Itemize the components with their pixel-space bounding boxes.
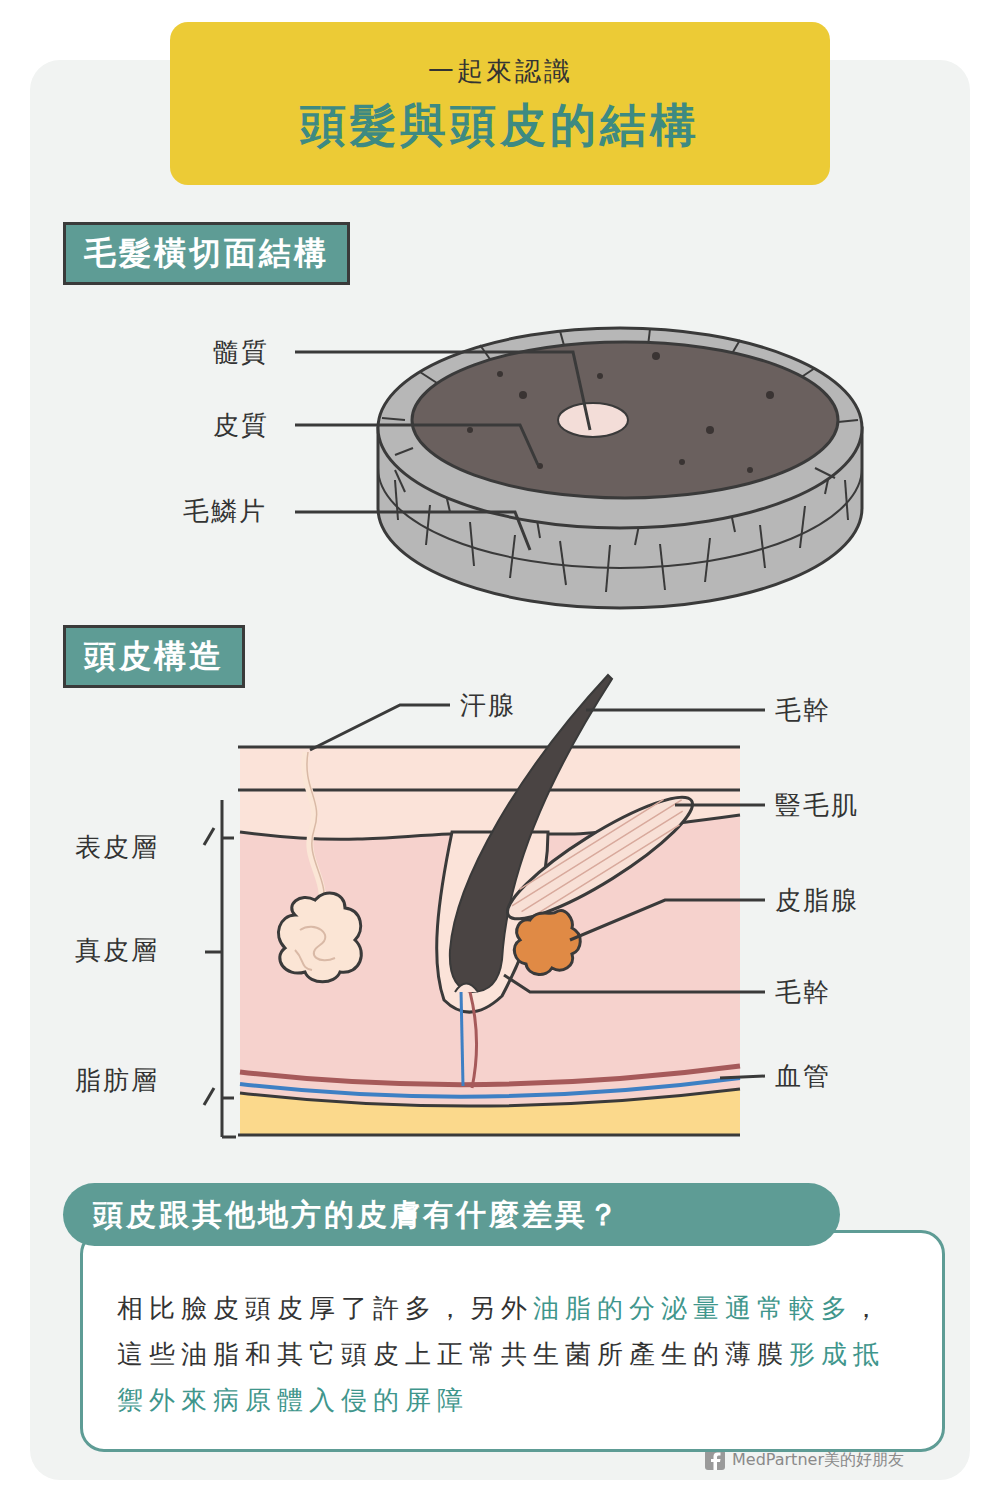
heading-text: 頭皮跟其他地方的皮膚有什麼差異？ — [93, 1183, 810, 1246]
cuticle-cell-line — [395, 480, 398, 520]
heading-text: 頭皮構造 — [84, 628, 224, 685]
part-label: 毛幹 — [775, 693, 831, 727]
cuticle-top — [378, 328, 862, 528]
rim-cell-line — [395, 448, 413, 455]
dot — [652, 352, 660, 360]
highlight-text: 油脂的分泌量通常較多 — [533, 1293, 853, 1323]
dot — [519, 391, 527, 399]
dot — [747, 467, 753, 473]
layer-bracket — [204, 800, 236, 1137]
rim-cell-line — [815, 468, 835, 478]
bracket-slash — [204, 828, 214, 845]
part-label: 毛幹 — [775, 975, 831, 1009]
cuticle-cell-line — [760, 525, 765, 568]
hair-leaders — [295, 352, 590, 550]
cortex — [412, 342, 838, 498]
capillary-artery — [470, 992, 477, 1088]
cuticle-cell-line — [470, 522, 474, 566]
part-label: 髓質 — [213, 335, 269, 369]
dot — [467, 427, 473, 433]
heading-text: 頭髮與頭皮的結構 — [300, 96, 700, 154]
dot — [766, 391, 774, 399]
cuticle-cell-line — [705, 538, 710, 582]
artery — [240, 1066, 740, 1085]
dot — [497, 371, 503, 377]
cortex-dots — [467, 352, 774, 473]
layer-label: 真皮層 — [75, 933, 159, 967]
part-label: 血管 — [775, 1059, 831, 1093]
answer-box: 相比臉皮頭皮厚了許多，另外油脂的分泌量通常較多，這些油脂和其它頭皮上正常共生菌所… — [80, 1230, 945, 1452]
part-label: 豎毛肌 — [775, 788, 859, 822]
part-label: 皮質 — [213, 408, 269, 442]
medulla — [558, 403, 628, 437]
facebook-icon — [705, 1450, 725, 1470]
cuticle-cell-line — [800, 506, 805, 548]
leader-line — [720, 1076, 765, 1078]
watermark: MedPartner美的好朋友 — [732, 1448, 904, 1472]
coil-detail — [295, 927, 335, 970]
dot — [706, 426, 714, 434]
dermal-papilla — [455, 984, 478, 993]
layer-line — [238, 789, 740, 792]
vein — [240, 1078, 740, 1097]
layer-label: 脂肪層 — [75, 1063, 159, 1097]
bracket-slash — [204, 1088, 214, 1105]
subtitle: 一起來認識 — [428, 54, 573, 88]
cuticle-cell-line — [660, 544, 665, 590]
leader-line — [586, 709, 765, 712]
rim-cell-line — [838, 420, 858, 422]
sweat-duct-edge — [307, 752, 324, 910]
leader-line — [570, 900, 765, 940]
cuticle-cell-line — [560, 541, 566, 585]
section-header: 毛髮橫切面結構 — [63, 222, 350, 285]
facebook-glyph — [711, 1453, 721, 1471]
sweat-gland-coil — [278, 893, 361, 982]
layer-label: 表皮層 — [75, 830, 159, 864]
cuticle-cell-line — [845, 480, 848, 520]
bracket-line — [221, 800, 224, 1137]
part-label: 皮脂腺 — [775, 883, 859, 917]
background-panel — [30, 60, 970, 1480]
sebaceous-gland — [514, 911, 580, 975]
bracket-tick — [222, 1136, 236, 1139]
leader-line — [310, 705, 450, 750]
title-banner: 一起來認識頭髮與頭皮的結構 — [170, 22, 830, 185]
dot — [679, 459, 685, 465]
part-label: 毛鱗片 — [183, 494, 267, 528]
bracket-tick — [205, 951, 222, 954]
fat-boundary — [240, 1089, 740, 1106]
leader-line — [295, 352, 590, 430]
part-label: 汗腺 — [460, 688, 516, 722]
dot — [597, 373, 603, 379]
scalp-leaders — [310, 705, 765, 1078]
arrector-muscle — [496, 780, 705, 935]
capillary-vein — [461, 990, 463, 1086]
leader-line — [295, 425, 538, 465]
bottom-line — [238, 1134, 740, 1137]
bracket-tick — [222, 837, 234, 840]
muscle-fibres — [507, 791, 693, 922]
bracket-tick — [222, 1097, 234, 1100]
question-header: 頭皮跟其他地方的皮膚有什麼差異？ — [63, 1183, 840, 1246]
leader-line — [295, 512, 530, 550]
body-text: 相比臉皮頭皮厚了許多，另外 — [117, 1293, 533, 1323]
rim-cell-line — [382, 418, 405, 420]
muscle-body — [496, 780, 705, 935]
leader-line — [504, 975, 765, 992]
cuticle-cell-line — [510, 535, 515, 578]
hair-shaft — [450, 675, 612, 992]
leader-line — [675, 804, 765, 807]
cuticle-cell-line — [606, 545, 610, 592]
heading-text: 毛髮橫切面結構 — [84, 225, 329, 282]
section-header: 頭皮構造 — [63, 625, 245, 688]
answer-text: 相比臉皮頭皮厚了許多，另外油脂的分泌量通常較多，這些油脂和其它頭皮上正常共生菌所… — [117, 1285, 912, 1423]
